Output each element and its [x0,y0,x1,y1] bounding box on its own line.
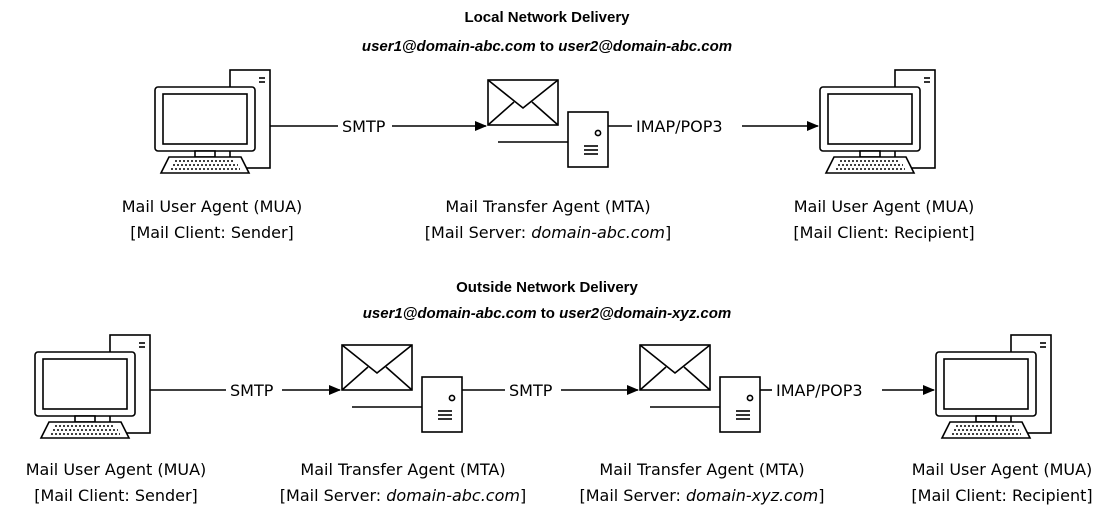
mua-icon [34,334,151,439]
node-caption-line1: Mail User Agent (MUA) [912,460,1093,479]
link-label-imap-pop3: IMAP/POP3 [776,381,863,400]
node-caption-line2: [Mail Server: domain-abc.com] [280,486,526,505]
node-caption-line1: Mail Transfer Agent (MTA) [300,460,505,479]
node-caption-line1: Mail User Agent (MUA) [122,197,303,216]
link-label-imap-pop3: IMAP/POP3 [636,117,723,136]
link-label-smtp: SMTP [509,381,553,400]
node-caption-line2: [Mail Client: Recipient] [911,486,1092,505]
node-caption-line1: Mail User Agent (MUA) [794,197,975,216]
mua-icon [154,69,271,174]
section-title-outside: Outside Network Delivery [456,279,638,296]
node-caption-line2: [Mail Client: Recipient] [793,223,974,242]
node-caption-line2: [Mail Server: domain-xyz.com] [579,486,824,505]
node-caption-line2: [Mail Client: Sender] [34,486,198,505]
section-subtitle-local: user1@domain-abc.com to user2@domain-abc… [362,38,732,55]
mta-icon [487,79,609,168]
node-caption-line2: [Mail Server: domain-abc.com] [425,223,671,242]
node-caption-line1: Mail Transfer Agent (MTA) [599,460,804,479]
section-title-local: Local Network Delivery [464,9,630,26]
mua-icon [819,69,936,174]
node-caption-line1: Mail User Agent (MUA) [26,460,207,479]
node-caption-line1: Mail Transfer Agent (MTA) [445,197,650,216]
mta-icon [341,344,463,433]
link-label-smtp: SMTP [230,381,274,400]
link-label-smtp: SMTP [342,117,386,136]
section-subtitle-outside: user1@domain-abc.com to user2@domain-xyz… [363,305,732,322]
mta-icon [639,344,761,433]
node-caption-line2: [Mail Client: Sender] [130,223,294,242]
mua-icon [935,334,1052,439]
